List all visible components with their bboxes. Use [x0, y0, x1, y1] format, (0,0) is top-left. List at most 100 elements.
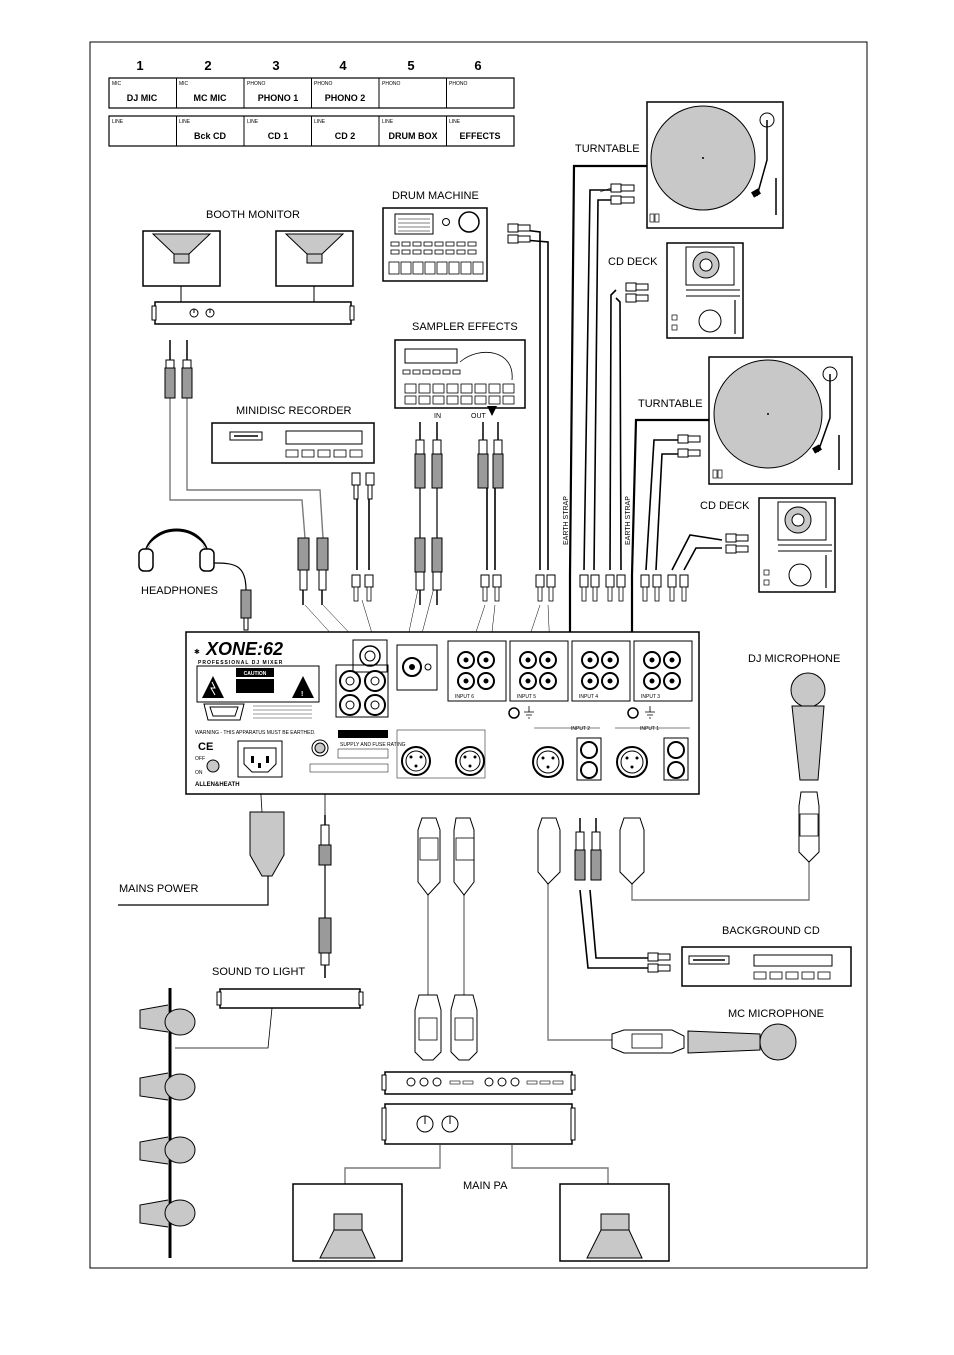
spot-light-1: [139, 1004, 196, 1036]
mixer-input-4: INPUT 4: [571, 640, 631, 702]
mixer-input-5-label: INPUT 5: [517, 694, 536, 700]
pa-crossover: [381, 1071, 576, 1095]
mixer-ce-mark: CE: [198, 741, 213, 753]
turntable-bottom: TURNTABLE: [638, 356, 853, 485]
cell-name-top-2: MC MIC: [194, 93, 227, 103]
cell-type-bottom-4: LINE: [314, 119, 326, 125]
mixer-rear-panel: XONE:62 PROFESSIONAL DJ MIXER ✱ CAUTION …: [185, 631, 700, 795]
pa-amplifier: [381, 1103, 576, 1145]
mixer-warning: WARNING - THIS APPARATUS MUST BE EARTHED…: [195, 730, 315, 736]
mains-power: MAINS POWER: [119, 811, 285, 895]
cell-name-bottom-4: CD 2: [335, 131, 356, 141]
cd-deck-top-label: CD DECK: [608, 256, 658, 268]
pa-speaker-left: [292, 1183, 403, 1262]
mixer-input-6: INPUT 6: [447, 640, 507, 702]
cell-name-bottom-6: EFFECTS: [459, 131, 500, 141]
cell-type-bottom-1: LINE: [112, 119, 124, 125]
cell-name-bottom-5: DRUM BOX: [389, 131, 438, 141]
minidisc-recorder: MINIDISC RECORDER: [211, 405, 375, 464]
dj-microphone: DJ MICROPHONE: [748, 653, 840, 863]
mixer-caution: CAUTION: [244, 671, 267, 677]
mixer-input-4-label: INPUT 4: [579, 694, 598, 700]
spot-light-2: [139, 1072, 196, 1101]
cell-type-top-6: PHONO: [449, 81, 467, 87]
cell-type-top-1: MIC: [112, 81, 122, 87]
mixer-input-1-label: INPUT 1: [640, 726, 659, 732]
mixer-input-6-label: INPUT 6: [455, 694, 474, 700]
background-cd-label: BACKGROUND CD: [722, 925, 820, 937]
cell-name-top-1: DJ MIC: [127, 93, 158, 103]
earth-strap-1-label: EARTH STRAP: [563, 496, 570, 545]
mixer-switch-on: ON: [195, 770, 203, 776]
sampler-out-label: OUT: [471, 413, 487, 420]
cell-type-top-3: PHONO: [247, 81, 265, 87]
mixer-supply-label: SUPPLY AND FUSE RATING: [340, 742, 406, 748]
mixer-input-5: INPUT 5: [509, 640, 569, 702]
cell-name-top-4: PHONO 2: [325, 93, 366, 103]
cell-type-bottom-3: LINE: [247, 119, 259, 125]
mixer-logo: XONE:62: [205, 639, 283, 659]
sampler-effects: SAMPLER EFFECTS IN OUT: [394, 321, 526, 420]
main-pa: MAIN PA: [292, 1180, 670, 1262]
pa-speaker-right: [559, 1183, 670, 1262]
cell-type-bottom-6: LINE: [449, 119, 461, 125]
minidisc-recorder-label: MINIDISC RECORDER: [236, 405, 352, 417]
channel-number-4: 4: [339, 58, 347, 73]
cell-name-top-3: PHONO 1: [258, 93, 299, 103]
rca-plugs: [351, 183, 749, 973]
sound-to-light-jack: [318, 815, 332, 978]
cell-type-top-4: PHONO: [314, 81, 332, 87]
earth-strap-2-label: EARTH STRAP: [625, 496, 632, 545]
sampler-out-jacks: [477, 422, 504, 489]
booth-monitor-label: BOOTH MONITOR: [206, 209, 300, 221]
cd-deck-top: CD DECK: [608, 242, 744, 339]
booth-speaker-left: [142, 230, 221, 287]
channel-number-2: 2: [204, 58, 211, 73]
sampler-effects-label: SAMPLER EFFECTS: [412, 321, 518, 333]
dj-microphone-label: DJ MICROPHONE: [748, 653, 840, 665]
svg-text:!: !: [301, 691, 303, 698]
mixer-subtitle: PROFESSIONAL DJ MIXER: [198, 660, 283, 666]
channel-table: 1 2 3 4 5 6 MIC MIC PHONO PHONO PHONO PH…: [108, 58, 515, 147]
headphones: HEADPHONES: [138, 528, 252, 631]
cell-type-top-2: MIC: [179, 81, 189, 87]
spot-light-4: [139, 1199, 196, 1228]
background-cd: BACKGROUND CD: [681, 925, 852, 987]
channel-number-6: 6: [474, 58, 481, 73]
channel-number-5: 5: [407, 58, 414, 73]
main-pa-label: MAIN PA: [463, 1180, 508, 1192]
cell-name-bottom-3: CD 1: [268, 131, 289, 141]
spot-light-3: [139, 1136, 196, 1165]
sampler-in-jacks: [414, 422, 443, 605]
booth-speaker-right: [275, 230, 354, 287]
booth-monitor: BOOTH MONITOR: [142, 209, 355, 325]
drum-machine: DRUM MACHINE: [382, 190, 488, 282]
turntable-top: TURNTABLE: [575, 101, 784, 229]
sampler-in-label: IN: [434, 413, 441, 420]
booth-amplifier: [151, 301, 355, 325]
channel-number-1: 1: [136, 58, 143, 73]
channel-number-3: 3: [272, 58, 279, 73]
drum-machine-label: DRUM MACHINE: [392, 190, 479, 202]
sound-to-light: SOUND TO LIGHT: [212, 966, 364, 1009]
mixer-star-icon: ✱: [194, 648, 200, 656]
mixer-brand: ALLEN&HEATH: [195, 782, 240, 788]
mc-microphone-label: MC MICROPHONE: [728, 1008, 824, 1020]
input-2-line-jacks: [574, 818, 602, 881]
sound-to-light-label: SOUND TO LIGHT: [212, 966, 305, 978]
mixer-input-3: INPUT 3: [633, 640, 693, 702]
cell-name-bottom-2: Bck CD: [194, 131, 227, 141]
booth-jack-cables: [164, 340, 329, 605]
mc-microphone: MC MICROPHONE: [611, 1008, 824, 1061]
diagram-frame: [89, 41, 868, 1269]
mixer-switch-off: OFF: [195, 756, 205, 762]
mixer-input-3-label: INPUT 3: [641, 694, 660, 700]
turntable-bottom-label: TURNTABLE: [638, 398, 703, 410]
cd-deck-bottom: CD DECK: [700, 497, 836, 593]
cd-deck-bottom-label: CD DECK: [700, 500, 750, 512]
lighting-rig: [139, 988, 196, 1258]
cell-type-bottom-5: LINE: [382, 119, 394, 125]
cell-type-bottom-2: LINE: [179, 119, 191, 125]
cell-type-top-5: PHONO: [382, 81, 400, 87]
